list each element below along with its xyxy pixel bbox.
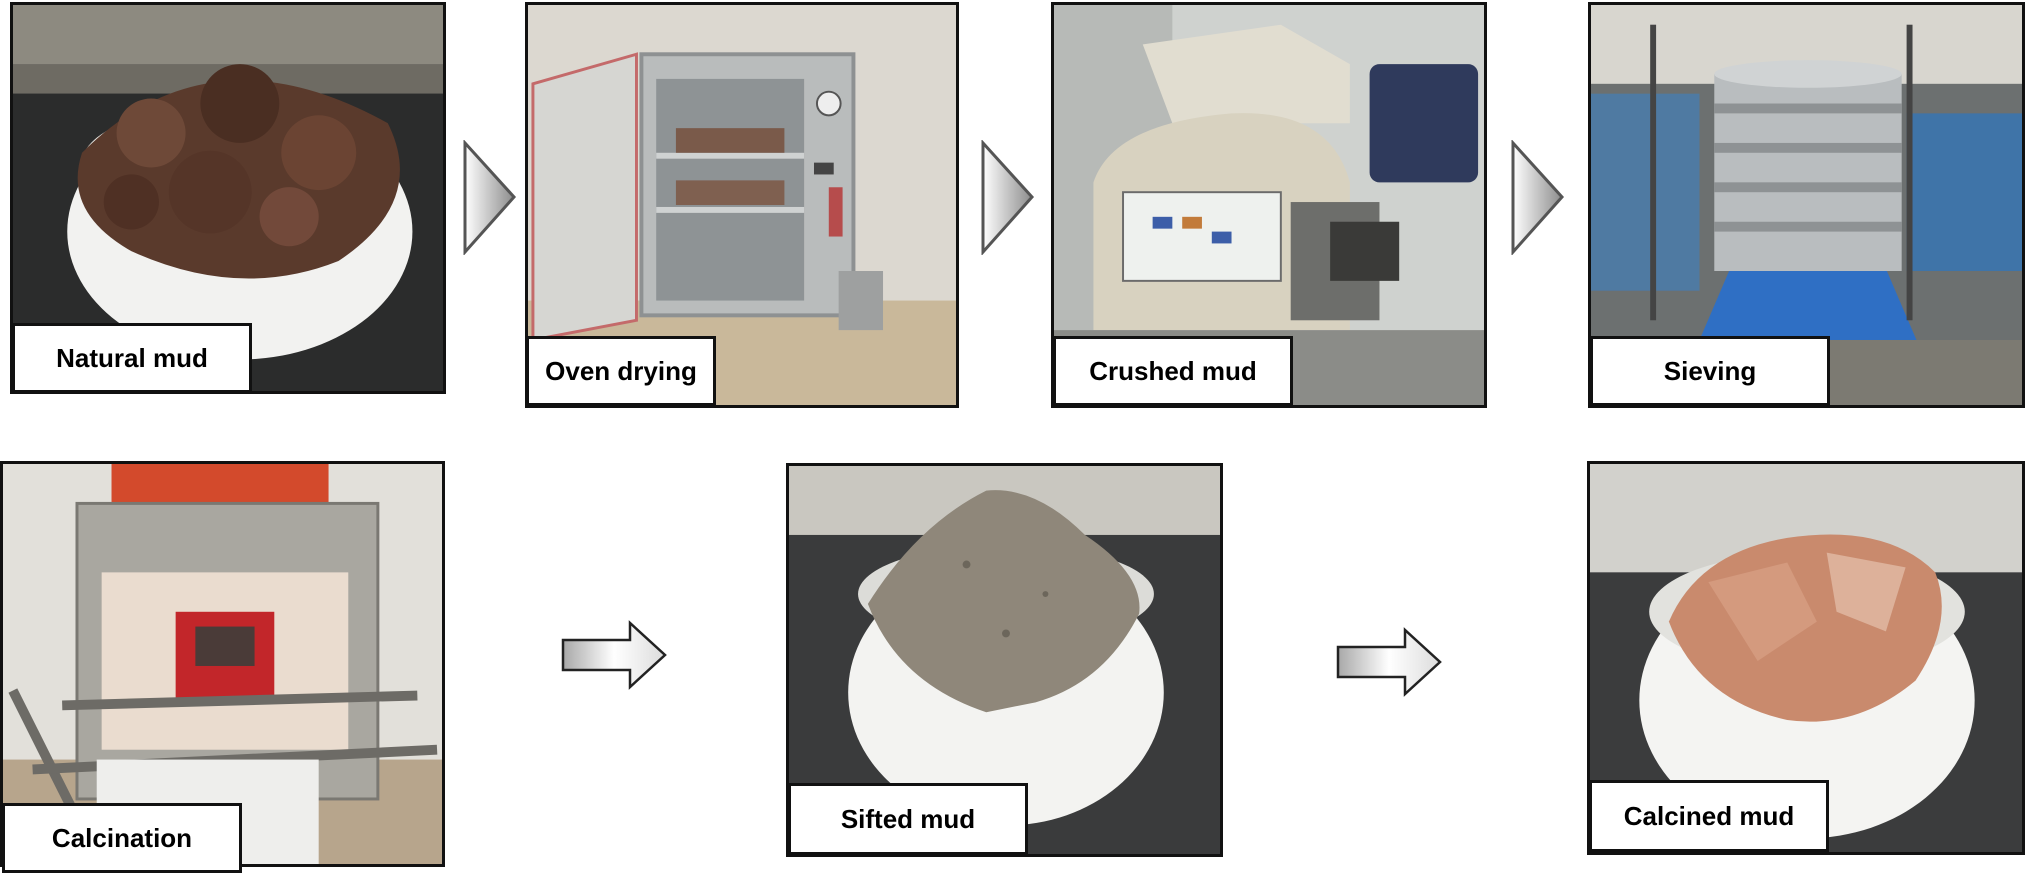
label-sieving: Sieving [1590,336,1830,406]
label-sifted-mud: Sifted mud [788,783,1028,855]
arrow-right-icon [561,620,667,690]
chevron-right-icon [1511,140,1565,255]
arrow-right-icon [1336,627,1442,697]
label-crushed-mud: Crushed mud [1053,336,1293,406]
label-calcined-mud: Calcined mud [1589,780,1829,852]
label-natural-mud: Natural mud [12,323,252,393]
chevron-right-icon [463,140,517,255]
label-calcination: Calcination [2,803,242,873]
label-oven-drying: Oven drying [526,336,716,406]
chevron-right-icon [981,140,1035,255]
